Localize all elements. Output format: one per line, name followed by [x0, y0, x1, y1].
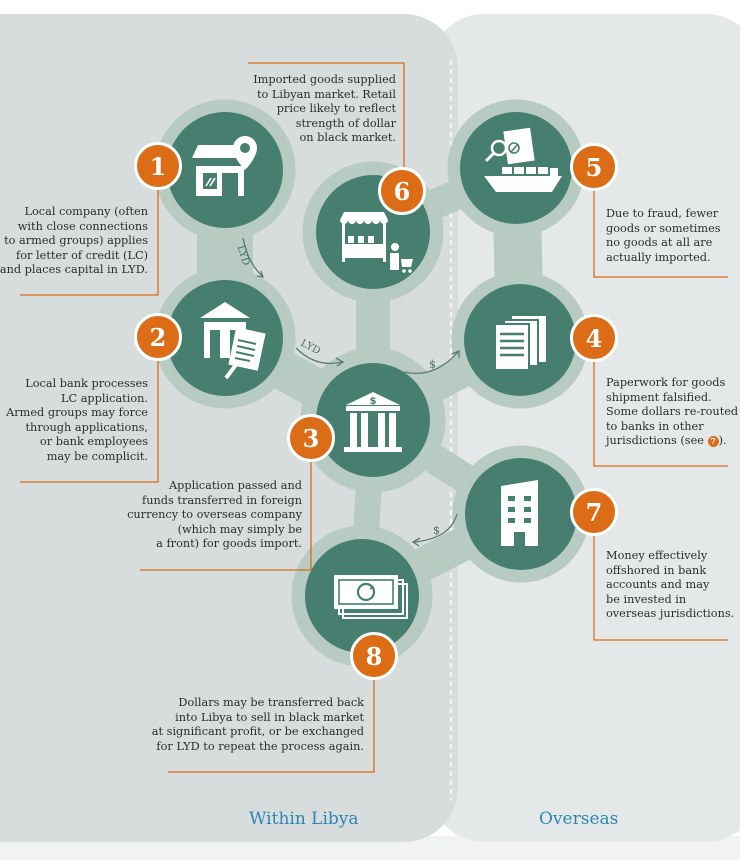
step-badge-8: 8	[350, 632, 398, 680]
step-7-reference-badge: 7	[707, 436, 719, 448]
arrow-7-8	[413, 513, 458, 543]
step-badge-1: 1	[134, 142, 182, 190]
flow-arrows	[242, 237, 460, 547]
cargo-ship-icon	[484, 127, 562, 192]
bank-dollar-icon: $	[344, 392, 402, 452]
step-badge-3: 3	[287, 414, 335, 462]
flow-label-usd-3-4: $	[429, 358, 436, 371]
step-badge-5: 5	[570, 143, 618, 191]
arrow-2-3	[295, 347, 343, 365]
office-building-icon	[501, 480, 538, 546]
banknotes-icon	[334, 575, 408, 619]
svg-text:$: $	[370, 396, 377, 407]
region-label-overseas: Overseas	[539, 809, 619, 829]
step-badge-2: 2	[134, 313, 182, 361]
market-stall-shopper-icon	[340, 212, 413, 273]
step-badge-6: 6	[378, 167, 426, 215]
step-badge-4: 4	[570, 314, 618, 362]
node-3	[316, 363, 430, 477]
flow-label-usd-7-8: $	[433, 524, 440, 537]
step-badge-7: 7	[570, 488, 618, 536]
paperwork-icon	[494, 316, 546, 371]
arrow-1-2	[242, 237, 263, 277]
region-label-within-libya: Within Libya	[249, 809, 359, 829]
arrow-3-4	[403, 351, 459, 375]
bank-document-icon	[200, 302, 266, 380]
